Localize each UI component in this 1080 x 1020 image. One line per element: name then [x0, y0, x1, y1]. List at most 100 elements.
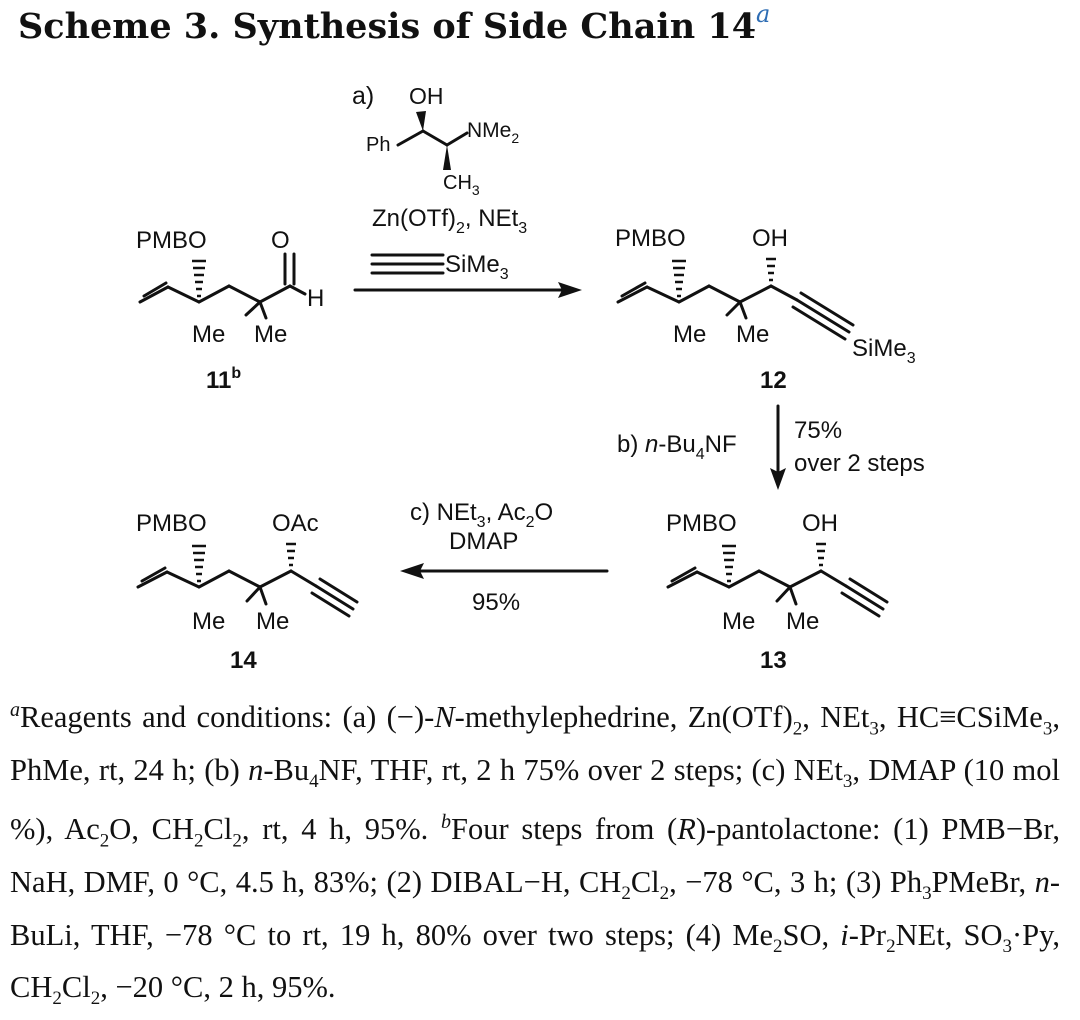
compound-12-tms-text: SiMe	[852, 335, 907, 362]
footnote-text: -methylephedrine, Zn(OTf)	[454, 700, 793, 735]
footnote-text: Reagents and conditions: (a) (−)-	[20, 700, 435, 735]
footnote-sub: 3	[1042, 718, 1053, 740]
step-b-label: b)	[617, 431, 645, 458]
compound-12-pmbo: PMBO	[615, 225, 686, 252]
compound-14-oac: OAc	[272, 510, 319, 537]
footnote-sub: 2	[99, 830, 110, 852]
step-b-reagent: b) n-Bu4NF	[617, 431, 737, 463]
step-b-nf: NF	[705, 431, 737, 458]
compound-13: PMBO OH Me Me 13	[666, 510, 889, 674]
compound-11-id: 11	[206, 367, 231, 394]
compound-13-oh: OH	[802, 510, 838, 537]
footnote-sub: 3	[869, 718, 879, 740]
compound-11-sup: b	[231, 365, 241, 382]
ligand-n-methylephedrine: a) OH Ph NMe2 CH3	[352, 82, 519, 198]
compound-11-aldehyde-h: H	[307, 285, 324, 312]
footnote-sub: 2	[90, 988, 101, 1010]
step-c-net: c) NEt	[410, 499, 477, 526]
step-c-yield: 95%	[472, 589, 520, 616]
ligand-bond-n	[445, 131, 469, 147]
footnote-text: -Pr	[848, 917, 887, 952]
compound-12-tms: SiMe3	[852, 335, 916, 367]
ligand-ph-label: Ph	[366, 134, 390, 156]
footnote-text: , HC≡CSiMe	[878, 700, 1043, 735]
ligand-bond-cc	[421, 129, 449, 147]
footnote-italic: R	[677, 812, 696, 847]
footnote-text: , NEt	[802, 700, 870, 735]
compound-12-me1: Me	[673, 321, 706, 348]
compound-11: PMBO O H Me Me 11b	[136, 227, 324, 394]
compound-14-pmbo: PMBO	[136, 510, 207, 537]
step-a-alkyne-reagent: SiMe3	[370, 251, 509, 283]
footnote-text: Cl	[203, 812, 233, 847]
reaction-arrow-b	[770, 404, 786, 490]
ligand-nme2-label: NMe2	[467, 119, 519, 146]
footnote-text: NF, THF, rt, 2 h 75% over 2 steps; (c) N…	[318, 752, 843, 787]
footnote-sub: 2	[621, 883, 631, 905]
reaction-scheme: a) OH Ph NMe2 CH3 Zn(OTf)2, NEt3 SiMe3 P…	[136, 82, 925, 674]
footnote-sub: 2	[52, 988, 62, 1010]
footnote-text: , PhMe, rt, 24 h; (b)	[10, 700, 1060, 787]
step-c-net-sub: 3	[477, 514, 486, 531]
compound-14-me2: Me	[256, 608, 289, 635]
scheme-title: Scheme 3. Synthesis of Side Chain 14a	[18, 0, 770, 47]
step-a-zn-sub: 2	[456, 220, 465, 237]
footnote-sub: 2	[194, 830, 204, 852]
step-a-net-sub: 3	[518, 220, 527, 237]
step-a-sime3-label: SiMe3	[445, 251, 509, 283]
footnote-text: -BuLi, THF, −78 °C to rt, 19 h, 80% over…	[10, 865, 1060, 952]
ligand-ch3-sub: 3	[472, 182, 480, 198]
footnote-text: PMeBr,	[931, 865, 1035, 900]
footnote-sub: 4	[309, 770, 319, 792]
step-b-yield: 75%	[794, 417, 842, 444]
footnote-italic: N	[434, 700, 455, 735]
ligand-ch3-label: CH3	[443, 172, 480, 198]
footnote-a-marker: a	[10, 699, 20, 721]
step-a-sime3-text: SiMe	[445, 251, 500, 278]
reaction-arrow-c	[400, 563, 609, 579]
step-b-bu-sub: 4	[696, 446, 705, 463]
footnote-text: , −20 °C, 2 h, 95%.	[100, 970, 336, 1005]
footnote-text: , −78 °C, 3 h; (3) Ph	[669, 865, 923, 900]
ligand-oh-label: OH	[409, 83, 444, 109]
step-b-bu: -Bu	[658, 431, 695, 458]
footnote-text: Cl	[61, 970, 91, 1005]
compound-13-me1: Me	[722, 608, 755, 635]
ligand-nme2-sub: 2	[511, 130, 519, 146]
step-a-sime3-sub: 3	[500, 266, 509, 283]
compound-12-tms-sub: 3	[907, 350, 916, 367]
compound-14-number: 14	[230, 647, 257, 674]
footnote-sub: 2	[232, 830, 242, 852]
ligand-bond-ph	[396, 129, 425, 147]
ligand-nme2-text: NMe	[467, 119, 511, 142]
footnote-sub: 3	[842, 770, 853, 792]
step-c-line1: c) NEt3, Ac2O	[410, 499, 553, 531]
footnote-b-marker: b	[441, 811, 451, 834]
step-c-ac-sub: 2	[526, 514, 535, 531]
ligand-wedge-oh	[416, 111, 426, 131]
step-c-ac: , Ac	[486, 499, 526, 526]
step-b-n-italic: n	[645, 431, 658, 458]
step-b-yield-note: over 2 steps	[794, 450, 925, 477]
footnote-text: Four steps from (	[451, 812, 678, 847]
compound-11-me2: Me	[254, 321, 287, 348]
compound-14: PMBO OAc Me Me 14	[136, 510, 359, 674]
scheme-title-footnote-marker: a	[756, 0, 771, 28]
compound-11-pmbo: PMBO	[136, 227, 207, 254]
footnote-text: , rt, 4 h, 95%.	[241, 812, 441, 847]
footnote-text: SO,	[782, 917, 841, 952]
scheme-title-text: Scheme 3. Synthesis of Side Chain 14	[18, 6, 757, 47]
step-c-o: O	[535, 499, 554, 526]
footnote-italic: i	[840, 917, 849, 952]
compound-13-pmbo: PMBO	[666, 510, 737, 537]
compound-12-me2: Me	[736, 321, 769, 348]
footnote-sub: 3	[1002, 935, 1012, 957]
compound-13-number: 13	[760, 647, 787, 674]
scheme-footnote: aReagents and conditions: (a) (−)-N-meth…	[10, 690, 1060, 1020]
compound-12: PMBO OH Me Me SiMe3 12	[615, 225, 916, 394]
step-a-zn-text: Zn(OTf)	[372, 205, 456, 232]
footnote-text: ·Py, CH	[10, 917, 1060, 1005]
footnote-sub: 2	[886, 935, 896, 957]
footnote-text: , DMAP (10 mol %), Ac	[10, 752, 1061, 847]
step-a-net-text: , NEt	[465, 205, 519, 232]
